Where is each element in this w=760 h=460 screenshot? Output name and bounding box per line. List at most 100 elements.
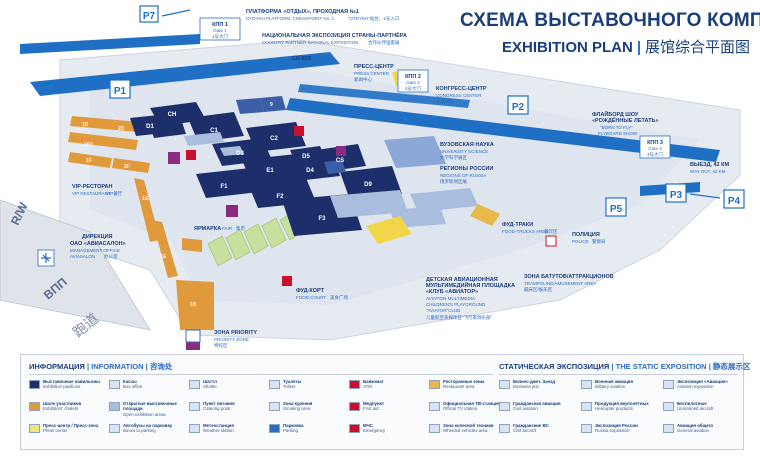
hall-label-c2: C2 (270, 136, 278, 142)
legend-swatch (109, 380, 120, 389)
road-main (30, 52, 340, 96)
legend-text-en: Aviation exposition (677, 384, 714, 390)
parking-marker-purple-4 (336, 146, 346, 156)
platform-label-ru: ПЛАТФОРМА «ОТДЫХ», ПРОХОДНАЯ №1 (246, 9, 359, 15)
hall-label-cs: CS (336, 158, 344, 164)
press-label-cn: 新闻中心 (354, 76, 372, 83)
foodcourt-label-cn: 美食广场 (330, 294, 348, 301)
exit-label-en: WAY OUT, 42 KM (690, 169, 726, 174)
legend-panel: ИНФОРМАЦИЯ | INFORMATION | 咨询处 СТАТИЧЕСК… (20, 354, 750, 450)
national-label-ru: НАЦИОНАЛЬНАЯ ЭКСПОЗИЦИЯ СТРАНЫ-ПАРТНЁРА (262, 32, 407, 39)
foodtrucks-label-cn: 餐饮区 (544, 228, 558, 235)
open-area-3 (410, 188, 478, 212)
legend-swatch (349, 380, 360, 389)
legend-static-heading: СТАТИЧЕСКАЯ ЭКСПОЗИЦИЯ | THE STATIC EXPO… (499, 361, 750, 372)
legend-info-heading: ИНФОРМАЦИЯ | INFORMATION | 咨询处 (29, 361, 172, 372)
legend-text-en: Exhibition pavilions (43, 384, 81, 390)
parking-marker-purple-3 (186, 342, 200, 350)
gate-1-box (199, 17, 241, 41)
platform-label-cn: “OTDYKH”站台，1号入口 (348, 15, 399, 22)
chalet-col-3 (176, 280, 214, 330)
gate-3-box (639, 135, 671, 159)
parking-p4-label: P4 (728, 196, 741, 207)
legend-text-en: Official TV station (443, 406, 478, 412)
parking-p2-label: P2 (512, 102, 525, 113)
parking-signs: P7 P1 P2 P3 P4 P5 (109, 5, 745, 217)
chalet-label-1d: 1D (82, 122, 89, 128)
food-court-marker (282, 276, 292, 286)
legend-info-heading-sep2: | (145, 362, 148, 371)
chalet-row-3 (68, 152, 112, 168)
press-label-ru: ПРЕСС-ЦЕНТР (354, 64, 394, 70)
legend-swatch (499, 402, 510, 411)
legend-text-en: First aid (363, 406, 379, 412)
legend-text-en: General aviation (677, 428, 709, 434)
legend-static-heading-cn: 静态展示区 (712, 362, 751, 371)
page-title-ru: СХЕМА ВЫСТАВОЧНОГО КОМПЛЕКСА (460, 10, 760, 31)
parking-p7-box (139, 5, 159, 23)
legend-swatch (663, 380, 674, 389)
parking-p3: P3 (665, 183, 687, 203)
national-label-cn: 合作伙伴国家展 (368, 39, 400, 46)
legend-text-ru: Бизнес-джет. Заезд (513, 379, 556, 384)
science-label-cn: 大学科学展区 (440, 154, 467, 161)
parking-p7-label: P7 (143, 11, 156, 22)
parking-p7: P7 (139, 5, 191, 23)
kids-label-en3: "AVIATOR"CLUB (426, 308, 460, 313)
chalet-label-1b: 1B (190, 302, 197, 308)
legend-text-ru: Военная авиация (595, 379, 634, 384)
flyboard-label-ru1: ФЛАЙБОРД ШОУ (592, 110, 639, 118)
science-label-ru: ВУЗОВСКАЯ НАУКА (440, 142, 494, 148)
kids-label-ru3: «КЛУБ «АВИАТОР» (426, 289, 478, 295)
parking-p5-box (605, 197, 627, 217)
legend-text-ru: Официальная ТВ-станция (443, 401, 501, 406)
legend-text-en: Restaurant area (443, 384, 475, 390)
mgmt-label-cn: 办公室 (104, 253, 118, 260)
legend-text-ru: Открытые выставочные площади (123, 401, 177, 412)
fair-booth-4 (261, 217, 287, 249)
legend-info-heading-en: INFORMATION (91, 362, 144, 371)
map-canvas: R/W ВПП 跑道 (0, 5, 745, 350)
runway (0, 199, 152, 331)
legend-swatch (429, 424, 440, 433)
parking-p5: P5 (605, 197, 627, 217)
police-label-cn: 警察局 (592, 238, 606, 245)
chalet-label-1d1: 1D1 (84, 142, 93, 148)
legend-swatch (29, 424, 40, 433)
hall-label-f2: F2 (276, 194, 284, 200)
flyboard-label-en2: FLYBOARD SHOW (598, 131, 638, 136)
gate-3: КПП 3 Gate 3 3号大门 (639, 135, 671, 159)
legend-swatch (189, 402, 200, 411)
flyboard-label-en1: "BORN TO FLY" (600, 125, 633, 130)
hall-d4-annex (324, 160, 346, 174)
legend-swatch (269, 380, 280, 389)
title-block: СХЕМА ВЫСТАВОЧНОГО КОМПЛЕКСА EXHIBITION … (460, 10, 760, 57)
chalet-label-2d: 2D (118, 126, 125, 132)
legend-info-heading-sep1: | (86, 362, 90, 371)
hall-label-d3: D3 (236, 151, 244, 157)
legend-text-ru: Парковка (283, 423, 304, 428)
legend-static-heading-en: THE STATIC EXPOSITION (615, 362, 707, 371)
chalet-row-1 (70, 116, 140, 132)
hall-label-9: 9 (270, 102, 273, 108)
gate-2: КПП 2 Gate 2 2号大门 (397, 69, 429, 93)
